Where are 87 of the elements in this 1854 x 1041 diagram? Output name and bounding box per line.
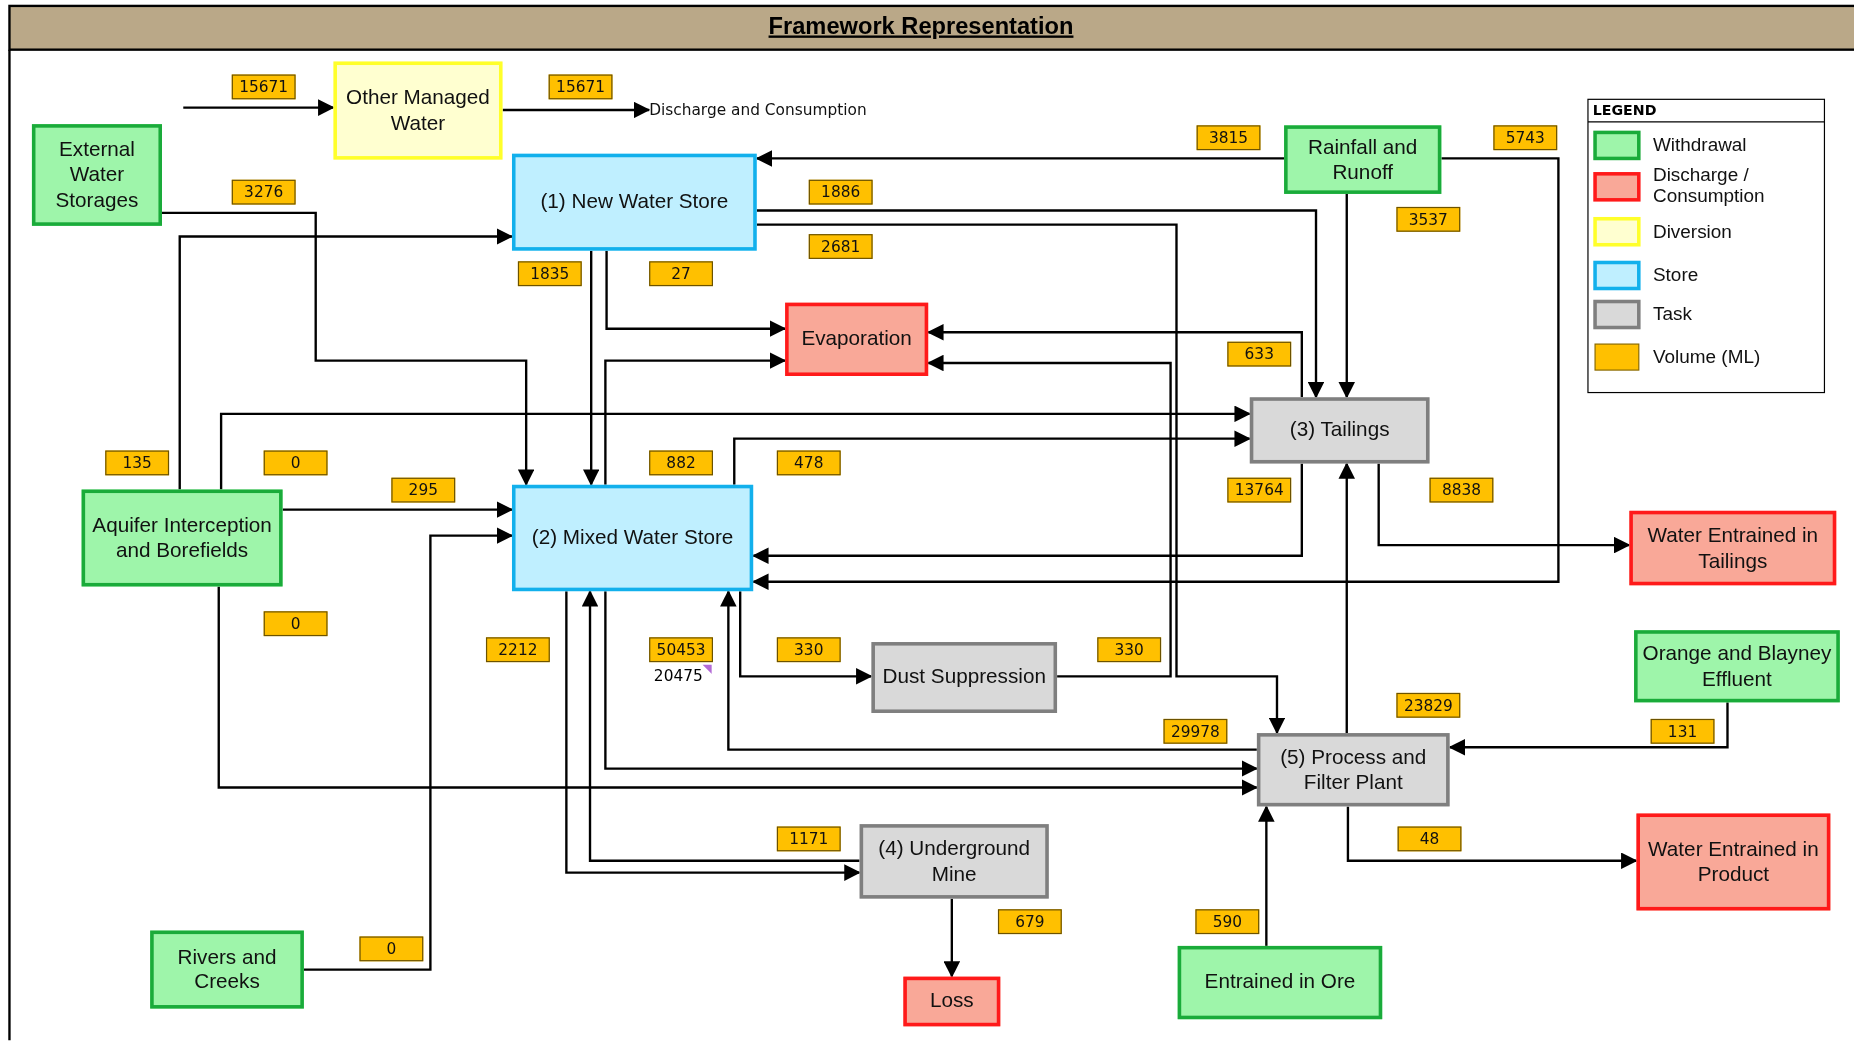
volume-label: 27 bbox=[649, 261, 713, 287]
volume-label: 633 bbox=[1227, 341, 1292, 367]
volume-label: 0 bbox=[263, 450, 328, 476]
volume-label: 3276 bbox=[231, 179, 296, 205]
arrow bbox=[604, 591, 1259, 777]
volume-label: 882 bbox=[649, 450, 713, 476]
volume-label: 23829 bbox=[1396, 692, 1461, 718]
volume-label: 8838 bbox=[1429, 477, 1494, 503]
arrow bbox=[1377, 463, 1631, 554]
withdrawal-box: External Water Storages bbox=[31, 124, 162, 226]
volume-label: 0 bbox=[359, 936, 424, 962]
volume-label: 2681 bbox=[808, 234, 873, 259]
volume-label: 3537 bbox=[1396, 206, 1461, 232]
legend-text: Withdrawal bbox=[1653, 134, 1748, 156]
legend-text: Discharge / Consumption bbox=[1653, 164, 1766, 206]
arrow bbox=[604, 352, 787, 485]
volume-label: 135 bbox=[105, 450, 170, 476]
arrow bbox=[752, 157, 1560, 590]
diversion-box: Other Managed Water bbox=[333, 61, 503, 160]
volume-label: 15671 bbox=[231, 74, 296, 100]
arrow bbox=[1448, 702, 1729, 756]
legend-text: Store bbox=[1653, 264, 1700, 286]
volume-label: 50453 bbox=[649, 637, 713, 663]
volume-label: 295 bbox=[391, 477, 456, 503]
volume-label: 0 bbox=[263, 611, 328, 637]
arrow bbox=[178, 228, 514, 490]
volume-label: 29978 bbox=[1163, 718, 1228, 744]
arrow bbox=[1338, 462, 1356, 734]
arrow bbox=[162, 211, 535, 486]
arrow bbox=[605, 250, 787, 337]
arrow bbox=[183, 99, 335, 116]
volume-label: 330 bbox=[1097, 637, 1162, 663]
legend-heading: LEGEND bbox=[1592, 101, 1657, 119]
arrow bbox=[1346, 806, 1638, 870]
withdrawal-box: Rivers and Creeks bbox=[150, 930, 304, 1009]
arrow bbox=[927, 324, 1303, 398]
arrow bbox=[582, 250, 600, 486]
volume-label: 590 bbox=[1195, 909, 1260, 935]
volume-label: 5743 bbox=[1493, 125, 1558, 151]
withdrawal-box: Entrained in Ore bbox=[1177, 945, 1383, 1020]
arrow bbox=[282, 501, 514, 518]
discharge-box: Evaporation bbox=[785, 302, 929, 376]
task-box: (4) Underground Mine bbox=[859, 824, 1049, 899]
task-box: (5) Process and Filter Plant bbox=[1256, 733, 1450, 807]
diagram-title: Framework Representation bbox=[768, 13, 1074, 41]
volume-label: 3815 bbox=[1196, 125, 1261, 151]
arrow bbox=[756, 223, 1286, 735]
store-box: (2) Mixed Water Store bbox=[512, 484, 754, 592]
discharge-box: Water Entrained in Product bbox=[1636, 813, 1831, 911]
destination-text: Discharge and Consumption bbox=[649, 98, 892, 122]
volume-label: 131 bbox=[1650, 718, 1715, 744]
volume-label: 679 bbox=[997, 909, 1062, 935]
discharge-box: Loss bbox=[903, 976, 1001, 1027]
arrow bbox=[502, 101, 651, 119]
arrow bbox=[1338, 193, 1356, 399]
comment-value: 20475 bbox=[653, 666, 703, 685]
arrow bbox=[752, 463, 1303, 564]
withdrawal-box: Rainfall and Runoff bbox=[1284, 125, 1442, 194]
volume-label: 330 bbox=[776, 637, 841, 663]
volume-label: 13764 bbox=[1227, 477, 1292, 503]
arrow bbox=[217, 586, 1259, 796]
arrow bbox=[756, 209, 1325, 399]
volume-label: 48 bbox=[1397, 826, 1462, 852]
volume-label: 1886 bbox=[808, 179, 873, 205]
store-box: (1) New Water Store bbox=[512, 153, 757, 251]
arrow bbox=[733, 430, 1251, 485]
legend-text: Diversion bbox=[1653, 221, 1733, 242]
withdrawal-box: Orange and Blayney Effluent bbox=[1634, 630, 1840, 703]
volume-label: 478 bbox=[776, 450, 841, 476]
arrow bbox=[943, 898, 961, 978]
legend-text: Volume (ML) bbox=[1653, 346, 1762, 368]
discharge-box: Water Entrained in Tailings bbox=[1629, 510, 1837, 586]
arrow bbox=[720, 590, 1257, 751]
legend-text: Task bbox=[1653, 303, 1693, 325]
task-box: Dust Suppression bbox=[871, 642, 1058, 713]
arrow bbox=[739, 591, 873, 685]
arrow bbox=[219, 405, 1251, 490]
arrow bbox=[1258, 805, 1275, 946]
arrow bbox=[755, 150, 1285, 167]
task-box: (3) Tailings bbox=[1249, 397, 1430, 464]
volume-label: 2212 bbox=[485, 637, 550, 663]
volume-label: 1171 bbox=[776, 826, 841, 852]
withdrawal-box: Aquifer Interception and Borefields bbox=[81, 489, 283, 587]
arrow bbox=[303, 527, 514, 971]
arrow bbox=[927, 354, 1172, 678]
volume-label: 1835 bbox=[517, 261, 582, 287]
volume-label: 15671 bbox=[548, 74, 613, 100]
